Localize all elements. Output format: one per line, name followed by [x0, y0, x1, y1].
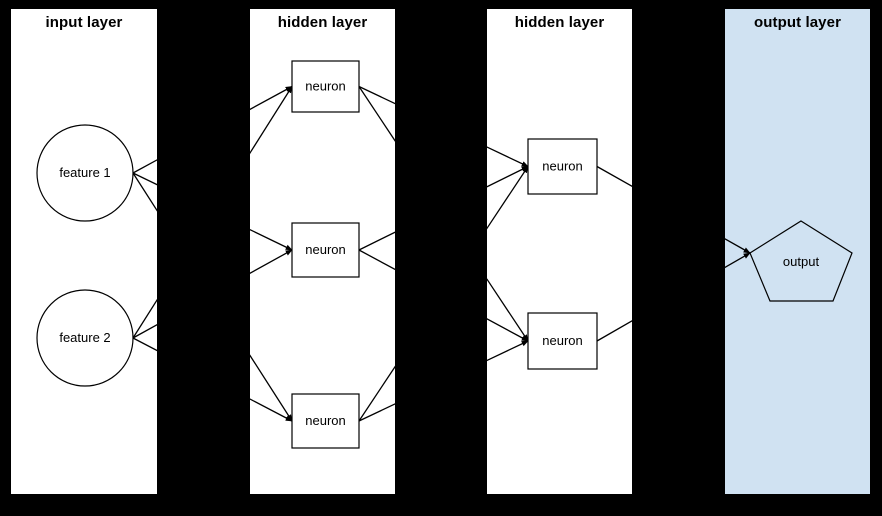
hidden1-neuron-3-label: neuron — [305, 413, 345, 428]
connection-line — [250, 398, 293, 422]
layer-panel-input[interactable]: feature 1 feature 2 input layer — [11, 9, 157, 494]
node-output-node[interactable]: output — [749, 220, 853, 302]
connection-line — [250, 249, 293, 274]
node-feature-1[interactable]: feature 1 — [36, 124, 134, 222]
layer-title-hidden-1: hidden layer — [277, 14, 368, 31]
output-node-label: output — [783, 254, 820, 269]
connection-line — [487, 165, 529, 230]
hidden1-neuron-2-shape — [291, 222, 360, 278]
feature-1-shape — [36, 124, 134, 222]
connection-line — [132, 159, 157, 174]
hidden2-neuron-2-label: neuron — [542, 333, 582, 348]
layer-title-hidden-2: hidden layer — [514, 14, 605, 31]
connection-line — [596, 320, 632, 342]
connection-line — [358, 85, 395, 105]
node-hidden1-neuron-2[interactable]: neuron — [291, 222, 360, 278]
layer-panel-hidden-1[interactable]: neuron neuron neuron hidden layer — [250, 9, 395, 494]
connection-line — [250, 85, 293, 155]
connection-line — [250, 85, 293, 111]
connection-line — [358, 403, 395, 422]
hidden2-neuron-1-label: neuron — [542, 159, 582, 174]
output-layer-graphics: output — [725, 220, 853, 302]
connection-line — [487, 318, 529, 342]
node-hidden2-neuron-1[interactable]: neuron — [527, 138, 598, 195]
layer-panel-hidden-2[interactable]: neuron neuron hidden layer — [487, 9, 632, 494]
hidden1-neuron-2-label: neuron — [305, 242, 345, 257]
connection-line — [487, 146, 529, 168]
connection-line — [487, 165, 529, 188]
connection-line — [358, 365, 395, 422]
node-hidden2-neuron-2[interactable]: neuron — [527, 312, 598, 370]
connection-line — [358, 249, 395, 271]
connection-line — [132, 298, 157, 339]
connection-line — [132, 337, 157, 352]
feature-2-shape — [36, 289, 134, 387]
connection-line — [250, 228, 293, 251]
hidden-layer-1-graphics: neuron neuron neuron — [250, 60, 395, 449]
connection-line — [725, 238, 751, 254]
hidden-layer-2-graphics: neuron neuron — [487, 138, 632, 370]
connection-line — [487, 278, 529, 342]
feature-2-label: feature 2 — [59, 330, 110, 345]
connection-line — [358, 231, 395, 251]
feature-1-label: feature 1 — [59, 165, 110, 180]
layer-title-input: input layer — [45, 14, 123, 31]
layer-panel-output[interactable]: output output layer — [725, 9, 870, 494]
node-feature-2[interactable]: feature 2 — [36, 289, 134, 387]
hidden1-neuron-3-shape — [291, 393, 360, 449]
connection-line — [132, 323, 157, 339]
layer-title-output: output layer — [753, 14, 842, 31]
connection-line — [358, 86, 395, 142]
input-layer-graphics: feature 1 feature 2 — [36, 124, 157, 387]
hidden1-neuron-1-label: neuron — [305, 79, 345, 94]
hidden2-neuron-2-shape — [527, 312, 598, 370]
hidden1-neuron-1-shape — [291, 60, 360, 113]
hidden2-neuron-1-shape — [527, 138, 598, 195]
output-node-shape — [749, 220, 853, 302]
connection-line — [250, 354, 293, 422]
connection-line — [132, 172, 157, 212]
connection-line — [487, 340, 529, 362]
node-hidden1-neuron-1[interactable]: neuron — [291, 60, 360, 113]
connection-line — [725, 252, 751, 269]
connection-line — [596, 165, 632, 188]
node-hidden1-neuron-3[interactable]: neuron — [291, 393, 360, 449]
connection-line — [132, 172, 157, 186]
